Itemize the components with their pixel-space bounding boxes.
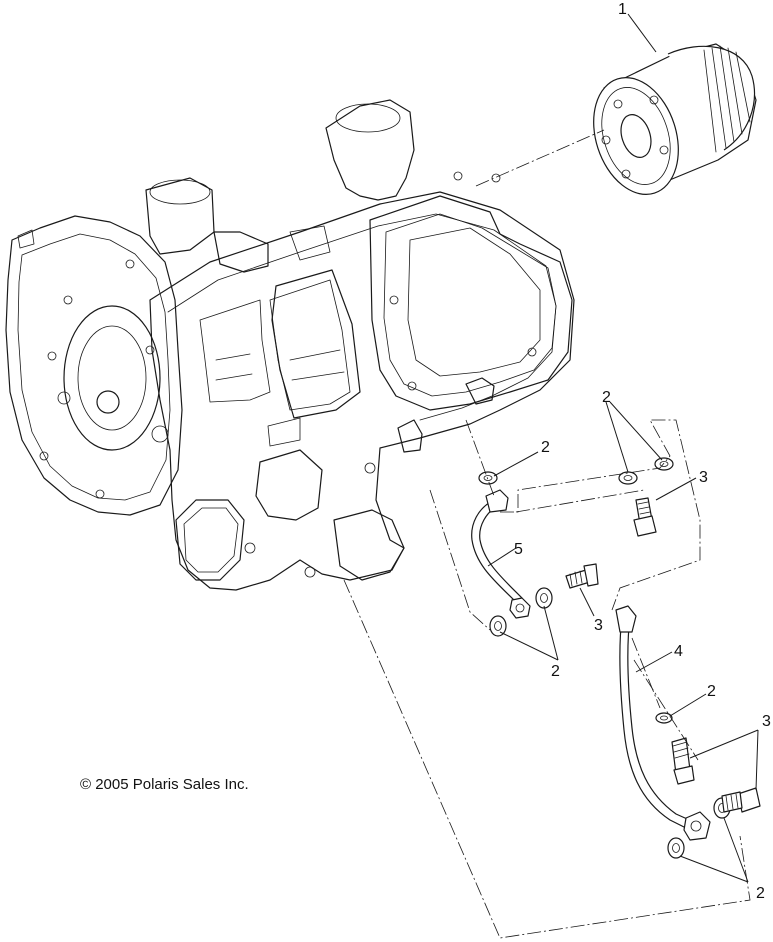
banjo-bolt [671,737,695,785]
callout-washer: 2 [602,389,611,406]
banjo-bolts [565,497,761,813]
leader-lines [487,13,759,883]
callout-filter: 1 [618,1,627,18]
lower-oil-line [615,605,711,841]
engine-crankcase [5,99,575,591]
callout-washer: 2 [551,663,560,680]
washer [655,712,673,724]
callout-bolt: 3 [594,617,603,634]
callout-washer: 2 [756,885,765,902]
oil-filter [593,43,757,195]
washer [478,471,498,485]
callout-washer: 2 [707,683,716,700]
banjo-bolt [565,563,599,589]
copyright-notice: © 2005 Polaris Sales Inc. [80,776,249,793]
banjo-bolt [721,787,761,813]
alignment-lines [343,129,751,939]
callout-lower-line: 4 [674,643,683,660]
banjo-bolt [633,497,657,537]
callout-numbers: 1 2 2 3 5 3 2 4 2 3 2 [514,1,771,902]
washer [654,457,674,471]
washer [535,587,553,609]
callout-bolt: 3 [762,713,771,730]
sealing-washers [478,457,731,859]
callout-upper-line: 5 [514,541,523,558]
callout-washer: 2 [541,439,550,456]
washer [667,837,685,859]
callout-bolt: 3 [699,469,708,486]
upper-oil-line [471,489,531,619]
washer [489,615,507,637]
